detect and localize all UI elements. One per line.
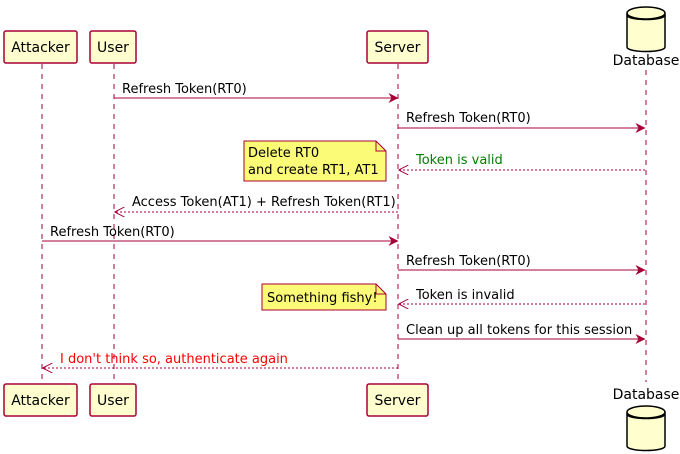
participant-attacker-top: Attacker xyxy=(3,30,78,64)
message-6: Refresh Token(RT0) xyxy=(398,254,646,275)
message-label: Token is valid xyxy=(415,153,503,168)
message-8: Clean up all tokens for this session xyxy=(398,323,646,344)
note-line: Delete RT0 xyxy=(248,146,319,161)
message-5: Refresh Token(RT0) xyxy=(42,225,399,246)
message-label: Refresh Token(RT0) xyxy=(406,111,531,126)
message-label: I don't think so, authenticate again xyxy=(60,352,288,367)
participant-label: Database xyxy=(613,53,680,69)
participant-user-bottom: User xyxy=(89,383,137,417)
note-something-fishy: Something fishy! xyxy=(261,283,387,311)
participant-label: Attacker xyxy=(11,393,70,409)
participant-database-top: Database xyxy=(613,6,680,69)
participant-label: User xyxy=(97,40,129,56)
participant-label: Database xyxy=(613,387,680,403)
message-label: Refresh Token(RT0) xyxy=(50,225,175,240)
participant-server-bottom: Server xyxy=(366,383,429,417)
participant-user-top: User xyxy=(89,30,137,64)
message-4: Access Token(AT1) + Refresh Token(RT1) xyxy=(115,195,398,212)
message-9: I don't think so, authenticate again xyxy=(43,352,398,368)
database-icon xyxy=(626,6,666,53)
note-line: and create RT1, AT1 xyxy=(248,163,379,178)
note-delete-rt0: Delete RT0 and create RT1, AT1 xyxy=(243,140,387,182)
message-7: Token is invalid xyxy=(399,288,645,304)
participant-attacker-bottom: Attacker xyxy=(3,383,78,417)
participant-label: Server xyxy=(375,40,421,56)
message-label: Clean up all tokens for this session xyxy=(406,323,632,338)
participant-label: Attacker xyxy=(11,40,70,56)
message-label: Refresh Token(RT0) xyxy=(122,82,247,97)
participant-label: Server xyxy=(375,393,421,409)
participant-database-bottom: Database xyxy=(613,387,680,452)
participant-label: User xyxy=(97,393,129,409)
message-3: Token is valid xyxy=(399,153,645,170)
message-1: Refresh Token(RT0) xyxy=(114,82,399,103)
participant-server-top: Server xyxy=(366,30,429,64)
message-label: Refresh Token(RT0) xyxy=(406,254,531,269)
message-label: Access Token(AT1) + Refresh Token(RT1) xyxy=(132,195,396,210)
message-label: Token is invalid xyxy=(415,288,515,303)
database-icon xyxy=(626,405,666,452)
note-line: Something fishy! xyxy=(267,291,378,306)
message-2: Refresh Token(RT0) xyxy=(398,111,646,133)
